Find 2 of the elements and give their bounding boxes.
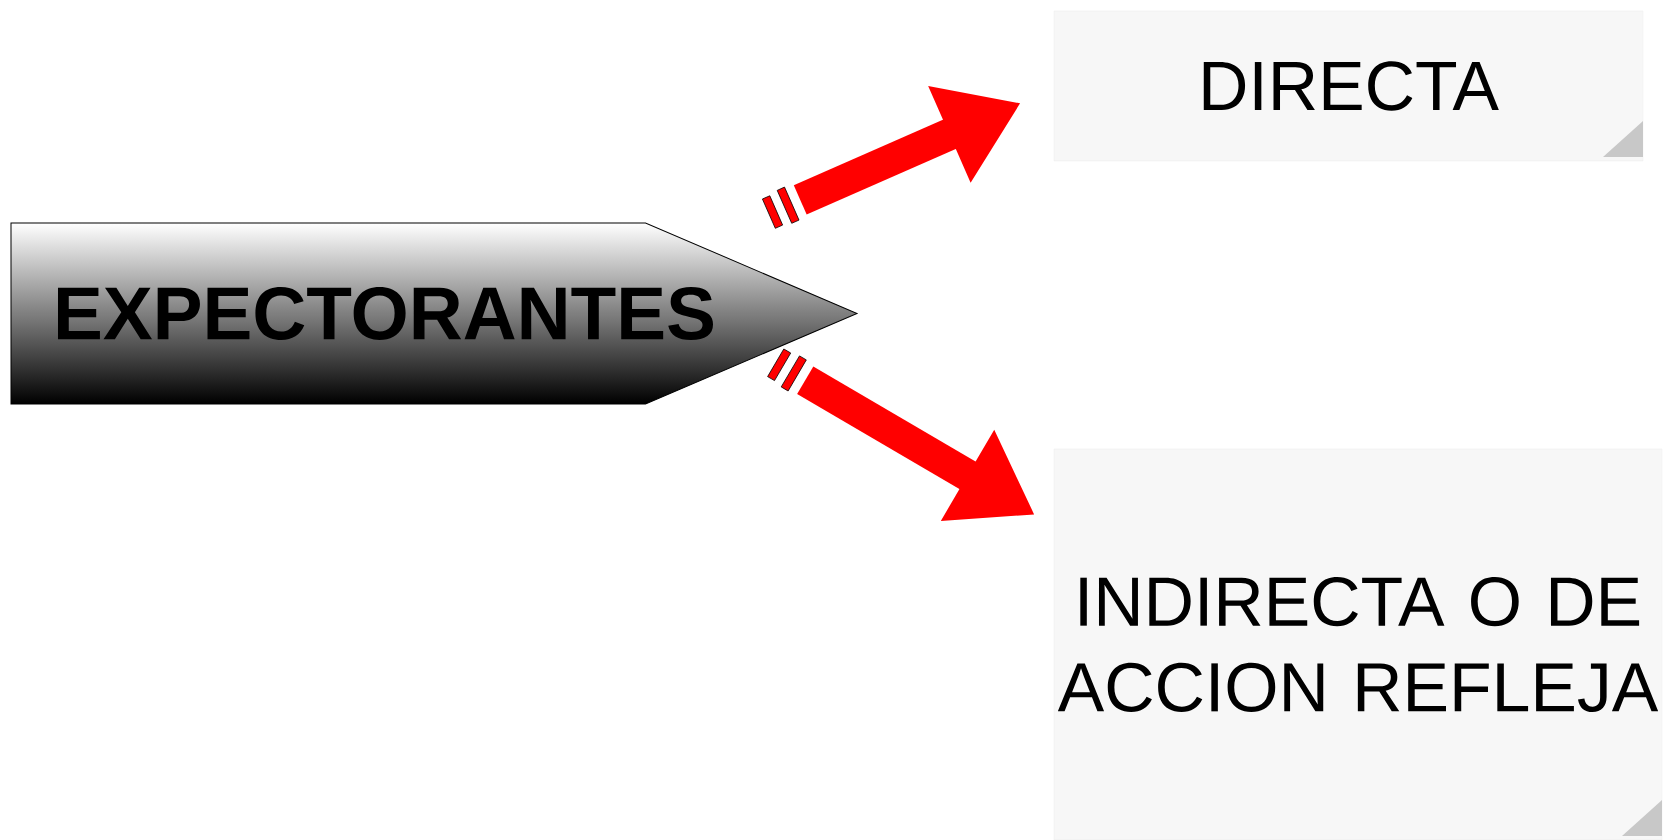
note-box: INDIRECTA O DE ACCION REFLEJA bbox=[1053, 448, 1663, 840]
note-box: DIRECTA bbox=[1053, 10, 1644, 162]
